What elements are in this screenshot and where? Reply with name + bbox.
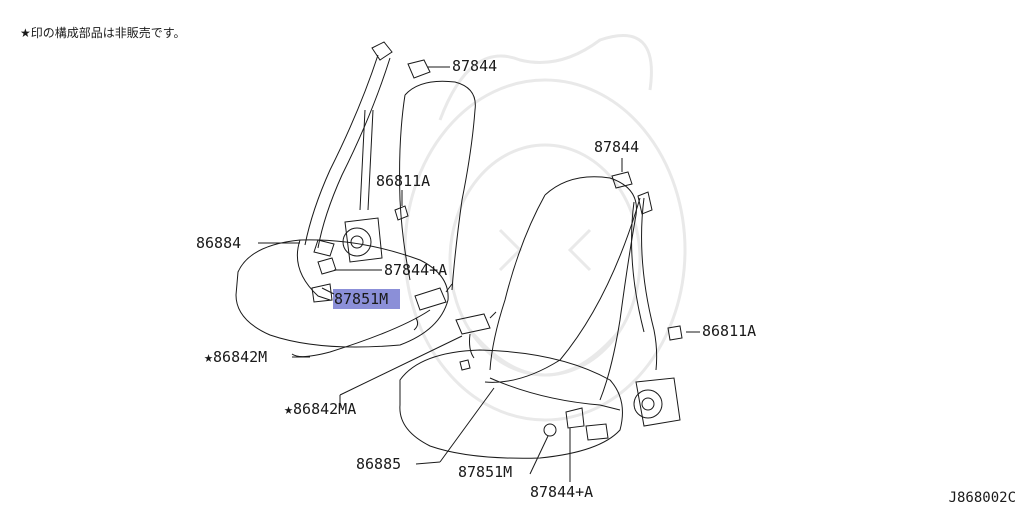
non-sale-note: ★印の構成部品は非販売です。 [20,26,186,40]
label-87844a-left: 87844+A [384,261,447,279]
label-86842ma: ★86842MA [284,400,356,418]
label-87851m-left[interactable]: 87851M [334,290,388,308]
watermark-emblem [403,34,687,422]
right-seat [399,171,683,459]
label-86811a-right: 86811A [702,322,756,340]
highlight-87851m [333,289,400,309]
label-87844-top: 87844 [452,57,497,75]
diagram-code: J868002C [948,490,1016,506]
label-86884: 86884 [196,234,241,252]
label-87844a-right: 87844+A [530,483,593,501]
label-86811a-left: 86811A [376,172,430,190]
label-86842m: ★86842M [204,348,267,366]
label-87851m-right: 87851M [458,463,512,481]
leader-lines [258,66,700,482]
label-86885: 86885 [356,455,401,473]
label-87844-right: 87844 [594,138,639,156]
left-seat [235,41,476,358]
